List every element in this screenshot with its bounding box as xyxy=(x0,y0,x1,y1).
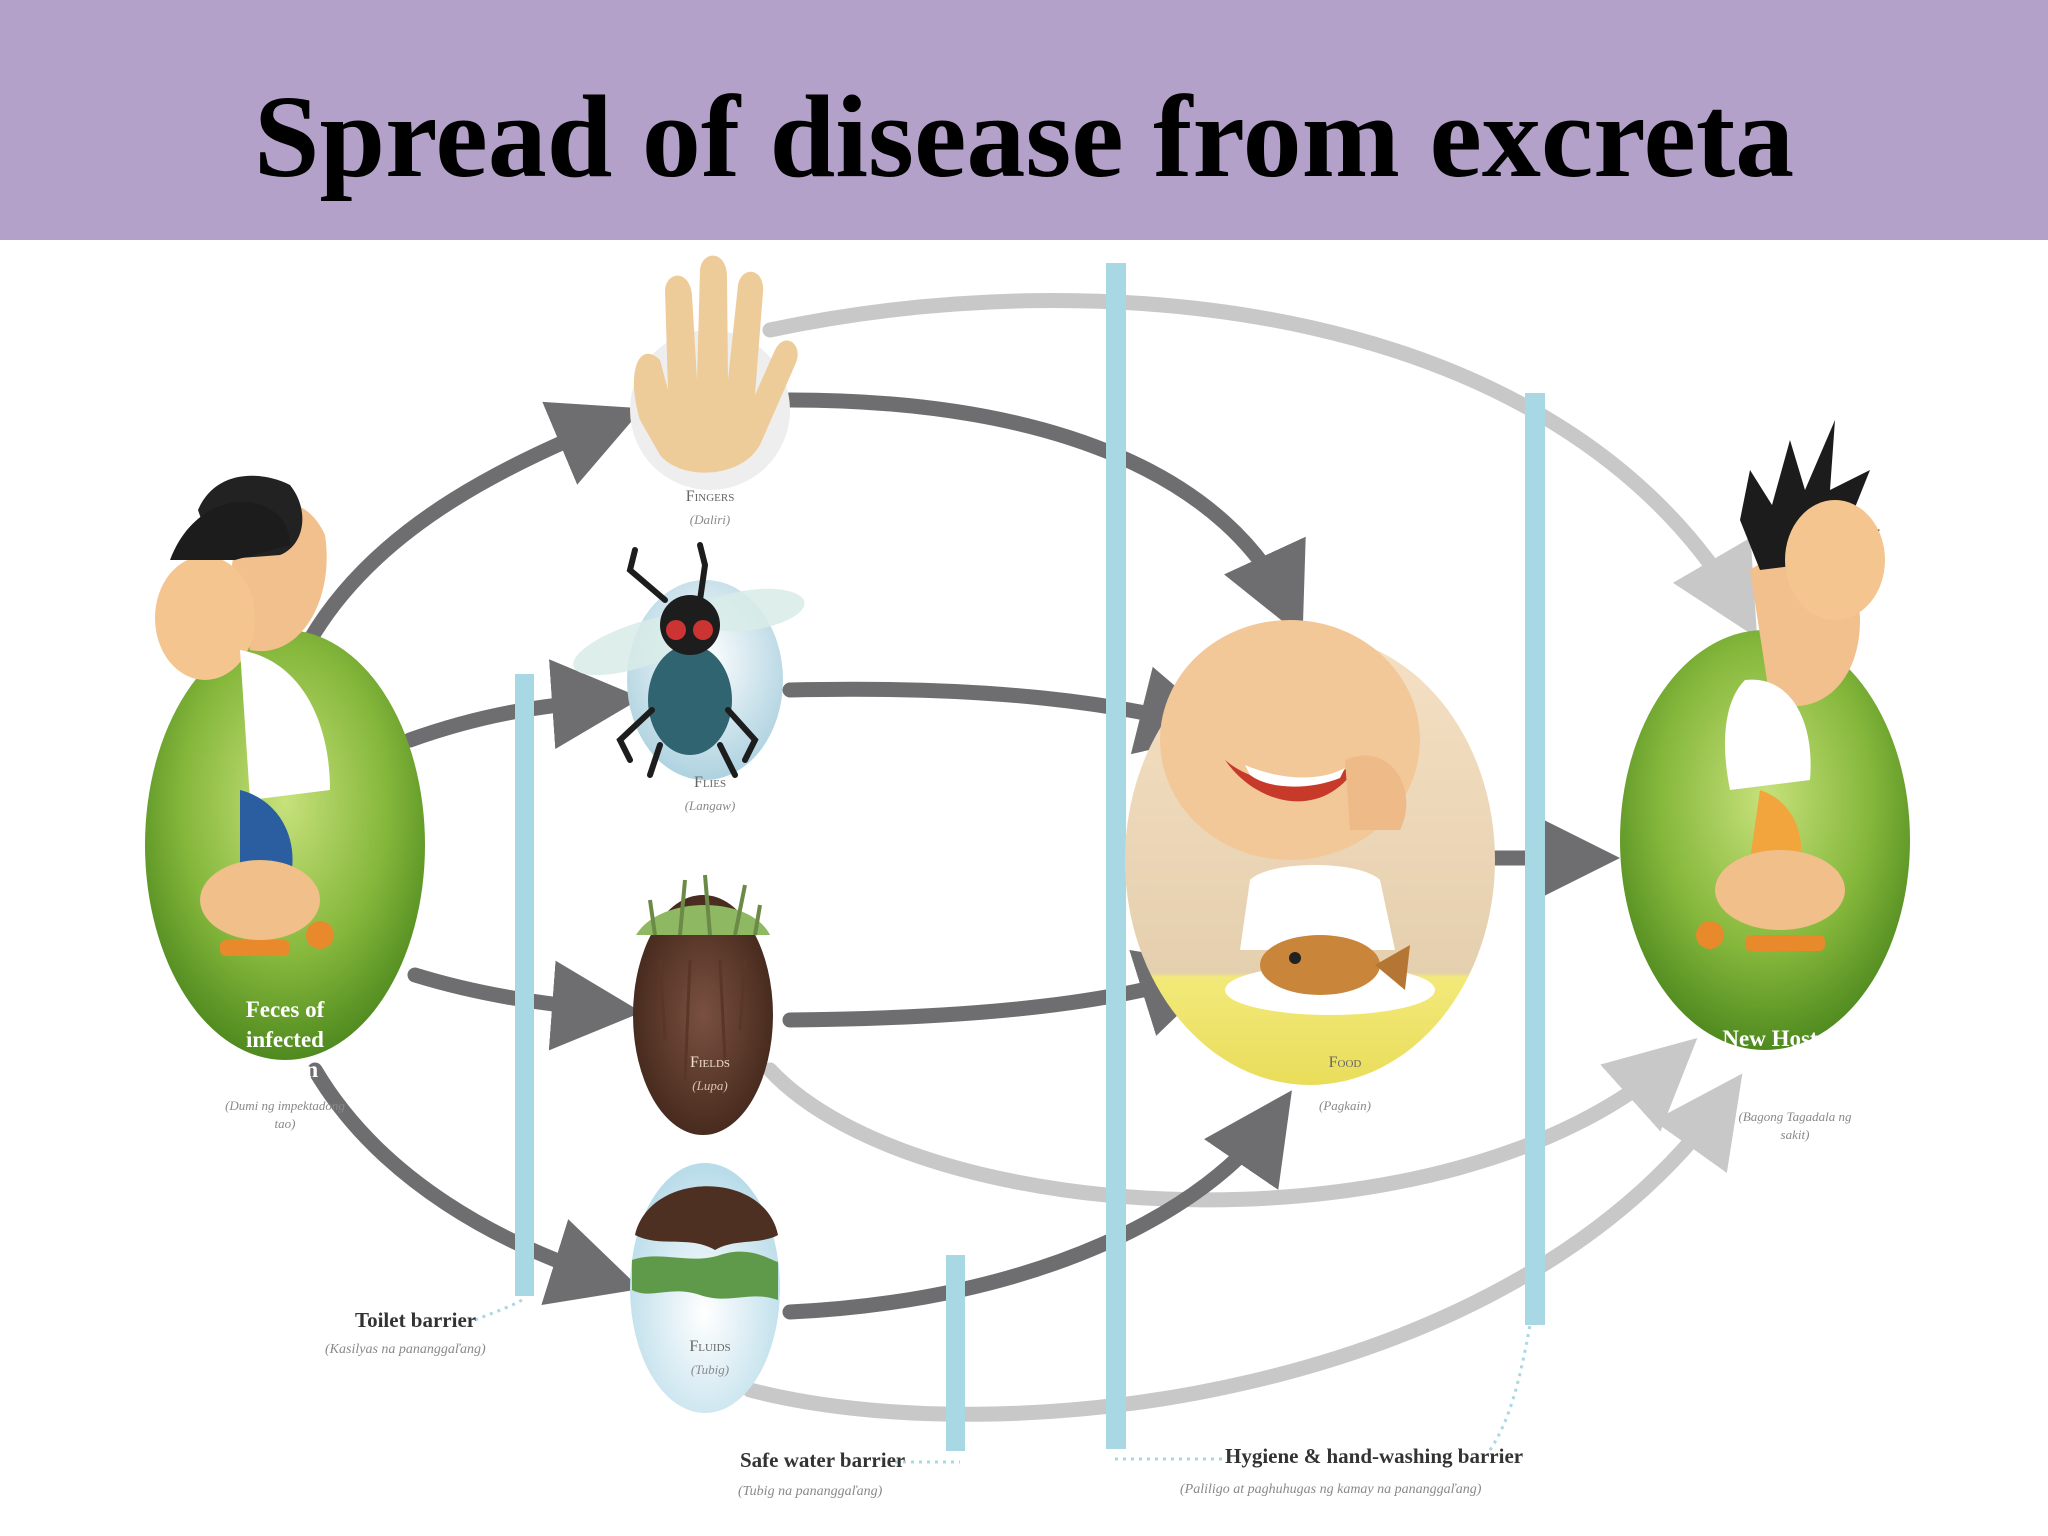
fingers-to-food-arrow xyxy=(782,392,1306,638)
fluids-to-host-arrow xyxy=(742,1073,1743,1422)
source-label: Feces of infected person xyxy=(245,997,325,1082)
fingers-illustration xyxy=(630,255,798,490)
source-to-flies-arrow xyxy=(402,659,642,750)
water-barrier-sublabel: (Tubig na pananggaľang) xyxy=(738,1484,883,1499)
source-person-illustration xyxy=(145,475,425,1060)
hygiene-barrier-bar-2 xyxy=(1525,393,1545,1325)
fields-to-food-arrow xyxy=(782,949,1229,1036)
water-barrier-label: Safe water barrier xyxy=(740,1448,906,1472)
hygiene-barrier-bar-1 xyxy=(1106,263,1126,1449)
food-illustration xyxy=(1125,620,1495,1085)
food-sublabel: (Pagkain) xyxy=(1319,1098,1371,1113)
fluids-label: Fluids xyxy=(689,1338,731,1355)
fingers-sublabel: (Daliri) xyxy=(689,512,731,527)
fields-sublabel: (Lupa) xyxy=(692,1078,728,1093)
hygiene-barrier-sublabel: (Paliligo at paghuhugas ng kamay na pana… xyxy=(1180,1482,1482,1497)
host-sublabel: (Bagong Tagadala ng sakit) xyxy=(1738,1109,1852,1143)
host-person-illustration xyxy=(1620,420,1910,1050)
food-label: Food xyxy=(1328,1054,1362,1071)
toilet-barrier-sublabel: (Kasilyas na pananggaľang) xyxy=(325,1342,486,1357)
flies-sublabel: (Langaw) xyxy=(684,798,736,813)
fields-label: Fields xyxy=(689,1054,731,1071)
fields-illustration xyxy=(633,874,773,1135)
source-to-fluids-arrow xyxy=(307,1062,641,1306)
host-label: New Host xyxy=(1722,1026,1818,1051)
fluids-sublabel: (Tubig) xyxy=(690,1362,730,1377)
source-to-fields-arrow xyxy=(407,960,642,1051)
barriers xyxy=(515,263,1545,1451)
source-sublabel: (Dumi ng impektadong tao) xyxy=(225,1098,345,1132)
fingers-to-host-arrow xyxy=(762,293,1758,638)
fluids-illustration xyxy=(630,1163,780,1413)
flies-label: Flies xyxy=(693,774,727,791)
title-banner xyxy=(0,0,2048,240)
source-to-fingers-arrow xyxy=(302,401,643,648)
toilet-barrier-bar xyxy=(515,674,534,1296)
flies-illustration xyxy=(573,542,805,780)
fluids-to-food-arrow xyxy=(782,1090,1292,1320)
flies-to-food-arrow xyxy=(782,666,1230,755)
page-title: Spread of disease from excreta xyxy=(253,71,1795,202)
fingers-label: Fingers xyxy=(685,488,735,505)
barrier-leaders xyxy=(474,1296,1532,1464)
hygiene-barrier-label: Hygiene & hand-washing barrier xyxy=(1225,1444,1524,1468)
water-barrier-bar xyxy=(946,1255,965,1451)
toilet-barrier-label: Toilet barrier xyxy=(355,1308,477,1332)
